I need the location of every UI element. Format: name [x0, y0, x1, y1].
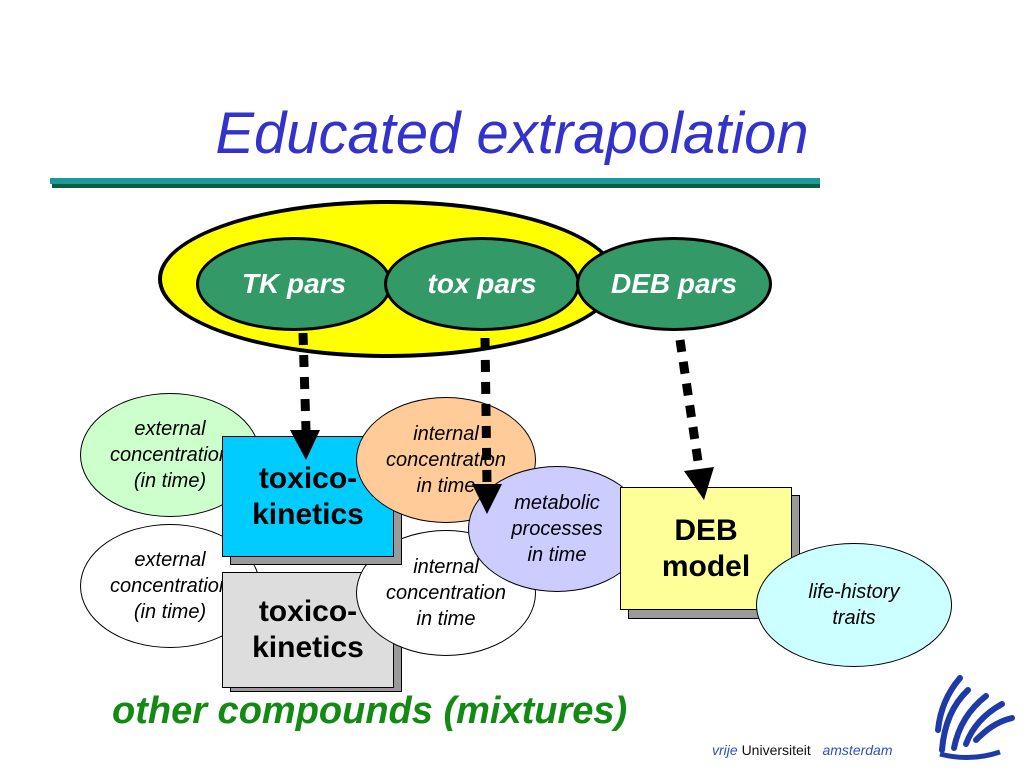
deb-pars-oval: DEB pars — [576, 237, 772, 331]
university-wordmark: vrije Universiteit amsterdam — [712, 742, 893, 758]
logo-word-vrije: vrije — [712, 742, 738, 758]
other-compounds-caption: other compounds (mixtures) — [112, 690, 628, 732]
life-history-traits-oval: life-history traits — [756, 543, 952, 667]
tox-pars-label: tox pars — [427, 268, 537, 299]
griffin-logo-icon — [935, 675, 1015, 760]
slide-title: Educated extrapolation — [215, 101, 809, 166]
tk-pars-label: TK pars — [241, 268, 347, 299]
logo-word-amsterdam: amsterdam — [822, 742, 893, 758]
deb-pars-label: DEB pars — [610, 268, 738, 299]
arrow-tk-to-toxicokinetics — [290, 332, 320, 460]
logo-word-universiteit: Universiteit — [741, 742, 811, 758]
tk-pars-oval: TK pars — [196, 237, 392, 331]
title-underline-shadow — [52, 184, 820, 188]
arrow-tox-to-metabolic — [472, 337, 502, 514]
tox-pars-oval: tox pars — [384, 237, 580, 331]
arrow-deb-to-deb-model — [675, 339, 714, 500]
internal-concentration-back: internal concentration in time — [356, 530, 536, 656]
title-underline — [50, 178, 820, 184]
